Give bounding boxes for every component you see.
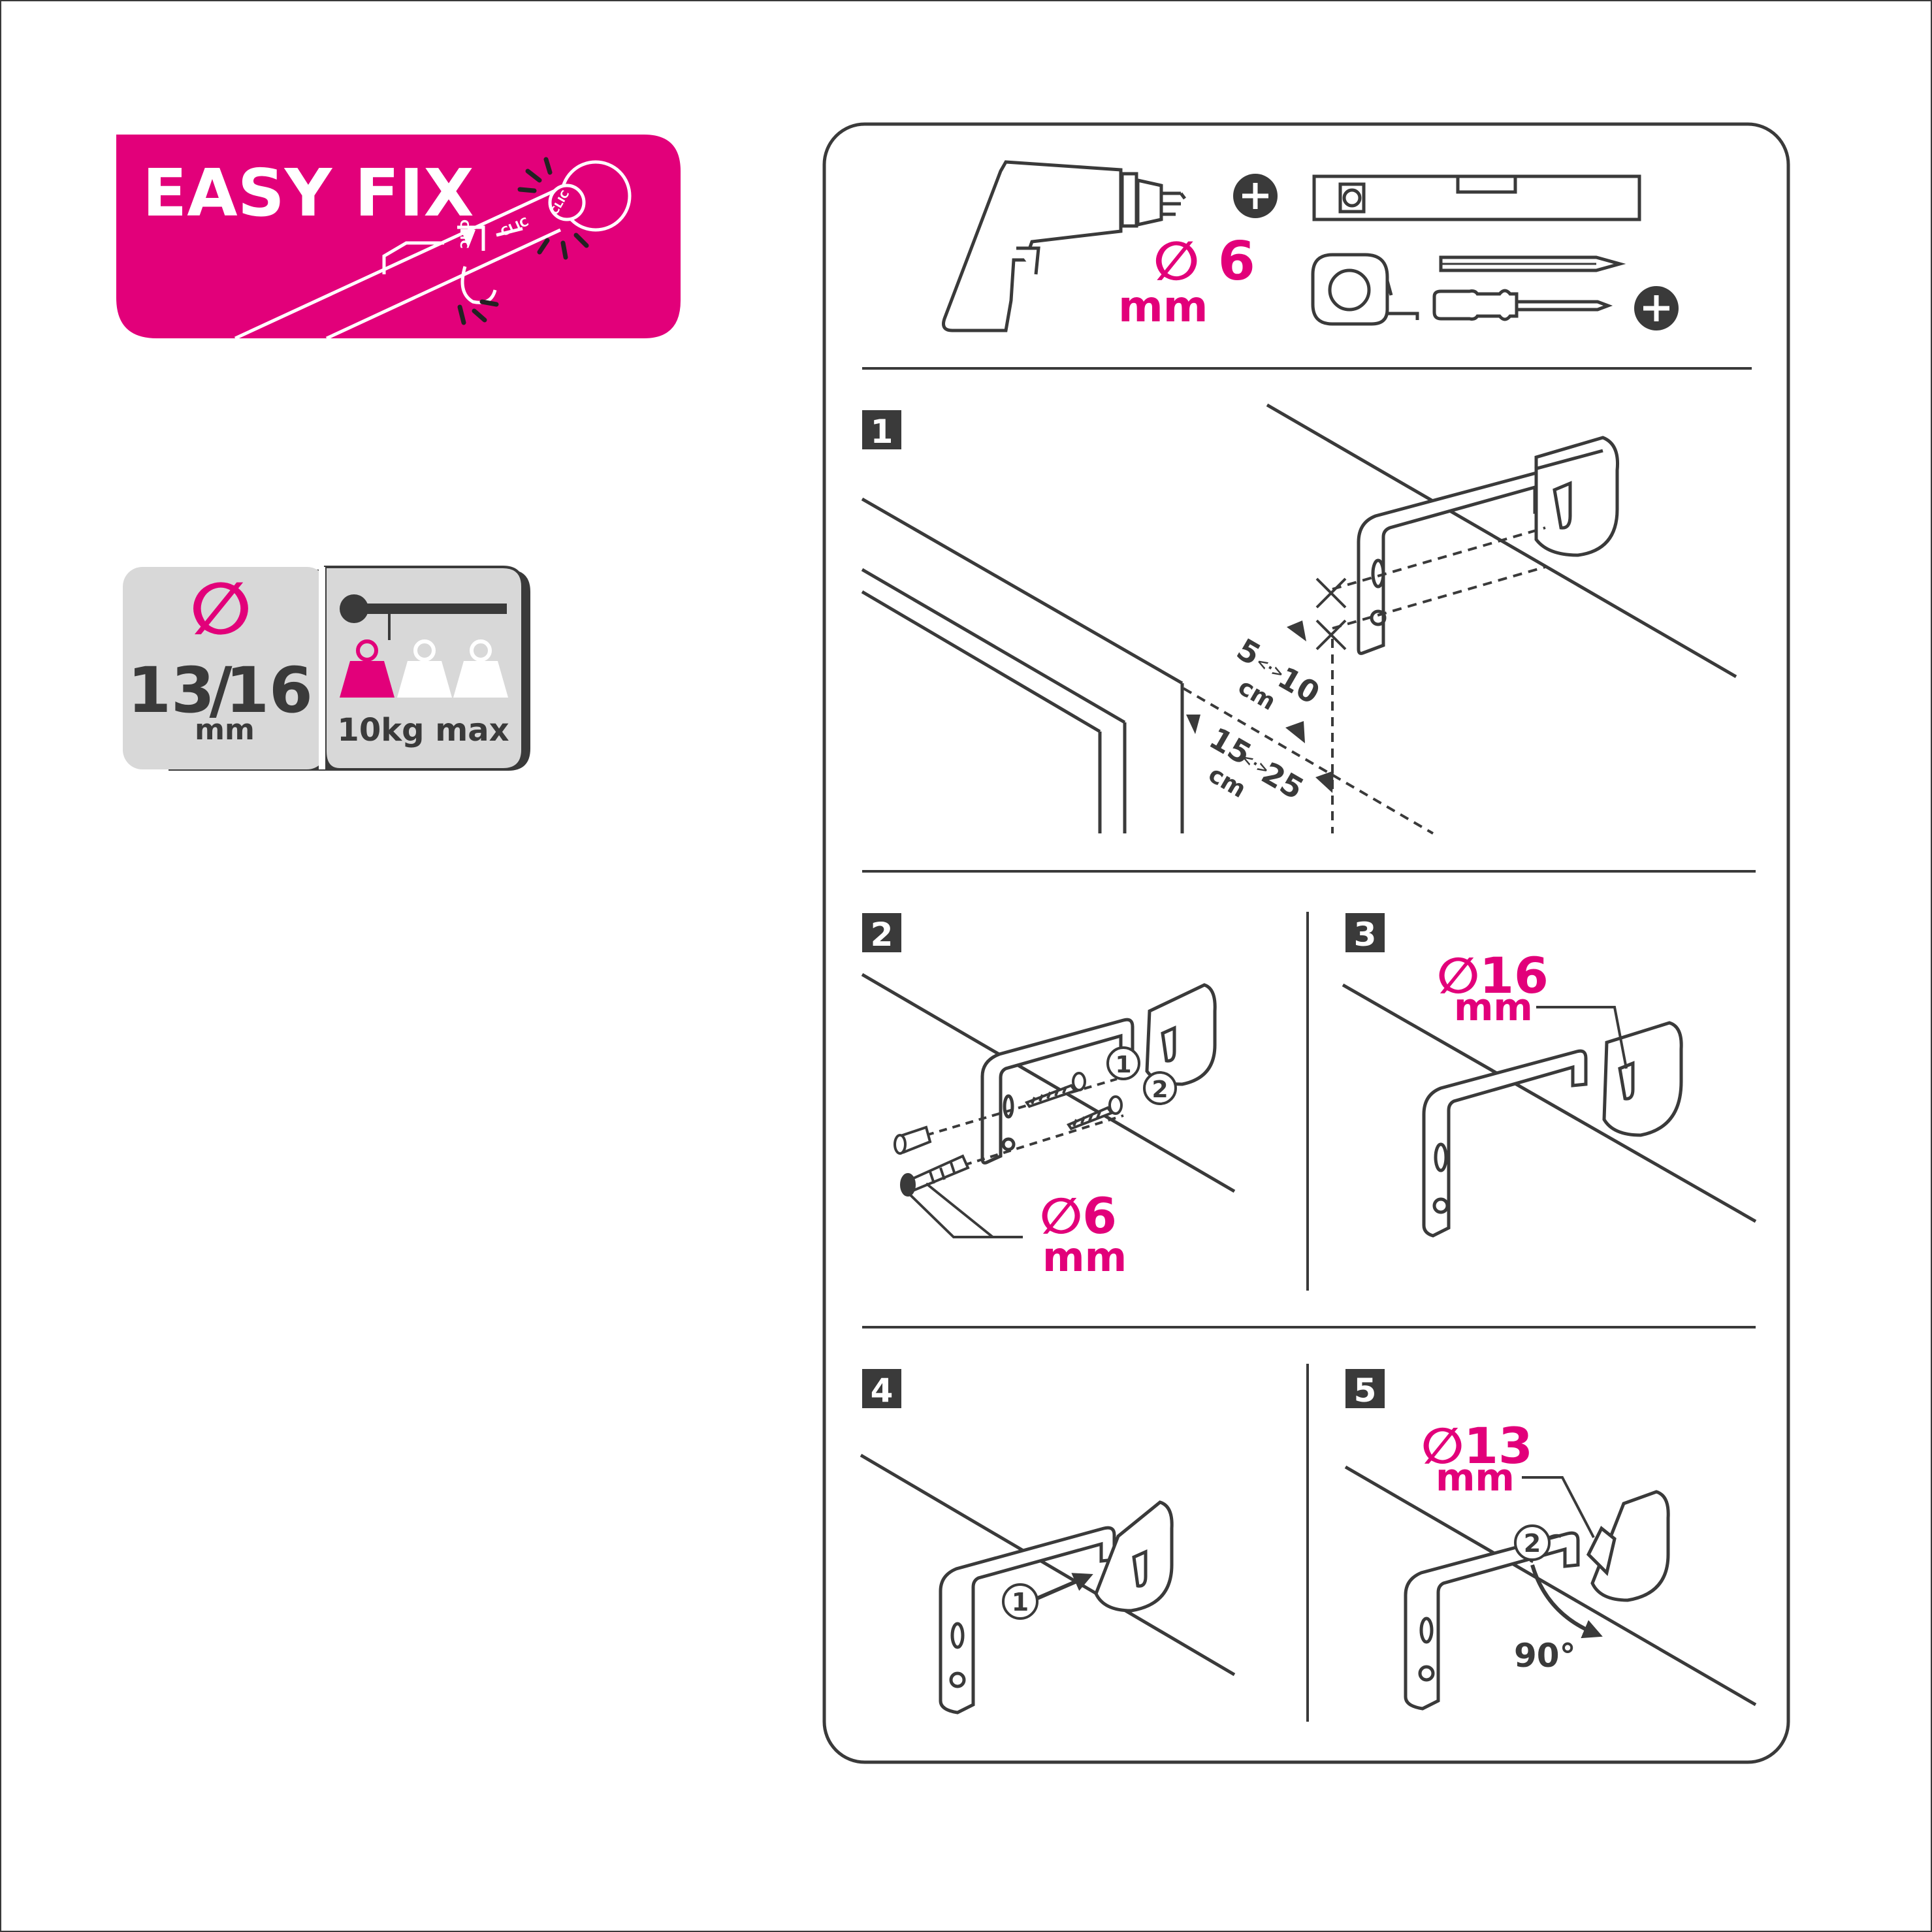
badge-rod-illustration	[234, 160, 632, 340]
screw-icon-1	[1024, 1072, 1086, 1108]
easy-fix-badge: EASY FIX CLIC CLIC CLIC	[116, 135, 681, 340]
screwdriver-icon	[1432, 289, 1613, 321]
spirit-level-icon	[1312, 174, 1641, 221]
diameter-unit: mm	[195, 713, 255, 747]
step-3-number: 3	[1354, 916, 1377, 954]
step-2-callout-2: 2	[1151, 1076, 1168, 1103]
step-5-rod-unit: mm	[1436, 1455, 1515, 1500]
diameter-value-16: 16	[225, 654, 313, 727]
step-3-rod-diameter: ∅16	[1437, 946, 1549, 1005]
step-5-rod-diameter: ∅13	[1421, 1417, 1533, 1475]
step-5-rotation: 90°	[1514, 1637, 1576, 1675]
screw-icon-2	[1067, 1095, 1123, 1131]
clic-label-2: CLIC	[457, 219, 471, 249]
weight-icon-filled	[340, 639, 394, 698]
step-2: 2	[861, 913, 1236, 1281]
arrowhead-1d	[1315, 771, 1334, 793]
click-spark-icon	[457, 157, 589, 325]
step-2-number: 2	[871, 916, 894, 954]
plug-unit: mm	[1042, 1233, 1127, 1281]
step-4-number: 4	[871, 1372, 894, 1409]
step-3: 3 ∅16 mm	[1342, 913, 1757, 1238]
tools-section	[942, 160, 1679, 332]
weight-icon-empty-1	[397, 639, 452, 698]
step-4-callout-1: 1	[1012, 1588, 1029, 1617]
pencil-icon	[1439, 255, 1626, 272]
diameter-value-13: 13	[127, 654, 215, 727]
step-4-badge	[862, 1369, 901, 1408]
drill-icon	[942, 160, 1186, 332]
step-5: 5 2 90° ∅13 mm	[1344, 1369, 1757, 1711]
step-5-callout-circle	[1514, 1524, 1551, 1561]
step-1-number: 1	[871, 413, 894, 451]
step-2-callout-1: 1	[1115, 1052, 1131, 1078]
callout-circle-1	[1106, 1046, 1140, 1080]
drill-bit-unit: mm	[1118, 282, 1208, 332]
diameter-symbol: ∅	[190, 567, 251, 651]
step-4-callout-circle	[1002, 1583, 1038, 1620]
step-4: 4 1	[860, 1369, 1236, 1715]
diameter-slash: /	[209, 654, 233, 727]
arrowhead-1c	[1285, 721, 1305, 743]
callout-circle-2	[1143, 1071, 1177, 1105]
step-5-number: 5	[1354, 1372, 1377, 1409]
arrowhead-1b	[1186, 715, 1200, 734]
step-3-rod-unit: mm	[1454, 985, 1533, 1029]
step-5-badge	[1345, 1369, 1385, 1408]
rod-icon	[340, 594, 507, 640]
step-2-badge	[862, 913, 901, 952]
max-weight-label: 10kg max	[337, 712, 509, 749]
step-5-callout-2: 2	[1524, 1529, 1541, 1558]
spec-card: ∅ 13 / 16 mm 10kg max	[123, 566, 530, 771]
weight-icon-empty-2	[453, 639, 508, 698]
plug-diameter: ∅6	[1040, 1187, 1117, 1245]
step-3-badge	[1345, 913, 1385, 952]
arrowhead-1a	[1287, 620, 1306, 641]
step-1-badge	[862, 410, 901, 449]
tape-measure-icon	[1311, 253, 1419, 326]
drill-bit-diameter: ∅ 6	[1153, 231, 1255, 293]
easy-fix-title: EASY FIX	[142, 155, 474, 231]
wall-plug-icon	[894, 1125, 970, 1197]
